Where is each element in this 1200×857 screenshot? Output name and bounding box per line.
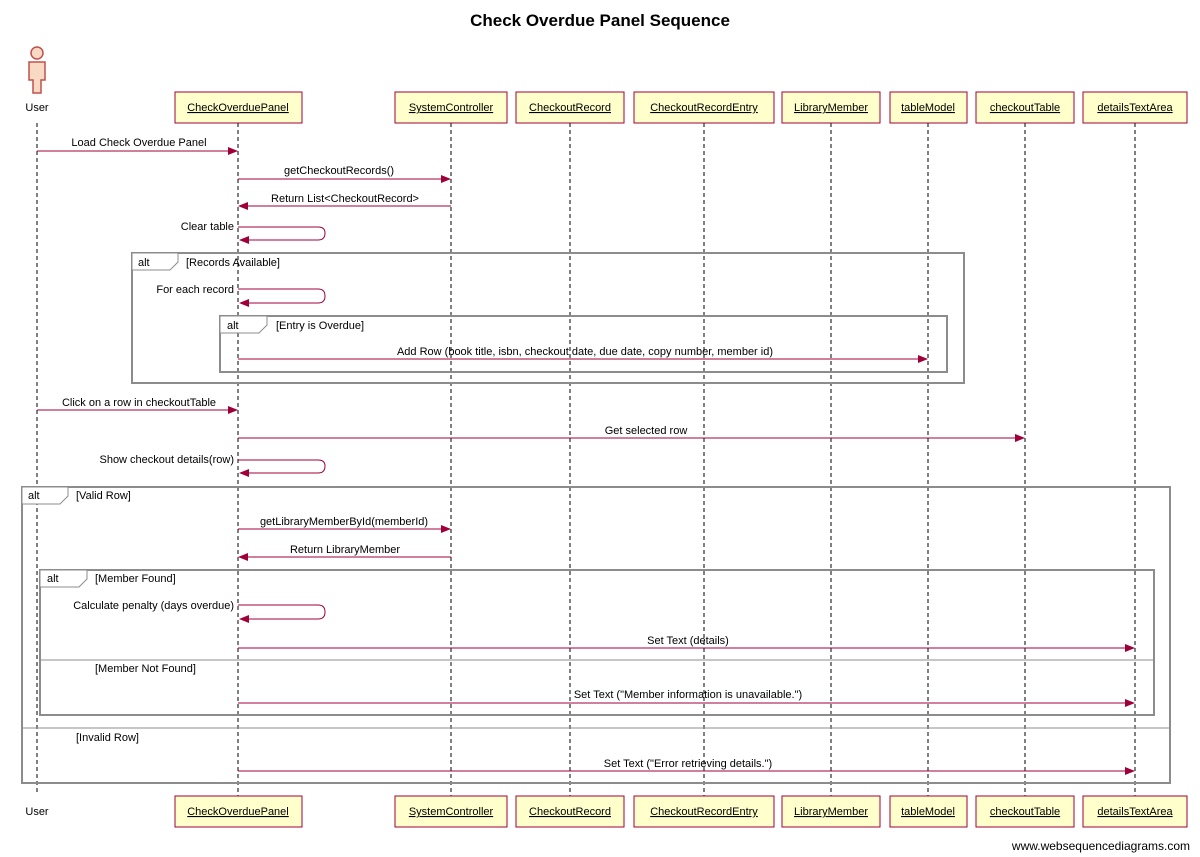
participant-box-system-controller: SystemController: [394, 91, 508, 124]
participant-label: CheckOverduePanel: [187, 102, 289, 114]
participant-label: CheckoutRecord: [529, 102, 611, 114]
participant-box-library-member-bottom: LibraryMember: [781, 795, 881, 828]
actor-label-top: User: [25, 102, 49, 114]
participant-label: SystemController: [409, 102, 494, 114]
message-6: Click on a row in checkoutTable: [37, 397, 238, 414]
message-1: getCheckoutRecords(): [238, 165, 451, 183]
participant-box-checkout-overdue-panel-bottom: CheckOverduePanel: [174, 795, 303, 828]
frame-guard: [Valid Row]: [76, 490, 131, 502]
message-9: getLibraryMemberById(memberId): [238, 516, 451, 533]
diagram-title: Check Overdue Panel Sequence: [470, 11, 730, 30]
frame-guard: [Records Available]: [186, 257, 280, 269]
frame-keyword: alt: [138, 257, 150, 269]
lifelines: [36, 123, 1136, 796]
message-label: Clear table: [181, 221, 234, 233]
footer-watermark: www.websequencediagrams.com: [1011, 839, 1190, 853]
participant-label: CheckOverduePanel: [187, 806, 289, 818]
message-label: Set Text (details): [647, 635, 729, 647]
message-label: Calculate penalty (days overdue): [73, 600, 234, 612]
frame-keyword: alt: [47, 573, 59, 585]
message-label: Return LibraryMember: [290, 544, 400, 556]
participant-box-checkout-table: checkoutTable: [975, 91, 1075, 124]
participant-label: checkoutTable: [990, 806, 1060, 818]
participant-label: CheckoutRecord: [529, 806, 611, 818]
participant-box-checkout-record: CheckoutRecord: [515, 91, 625, 124]
participant-box-table-model: tableModel: [889, 91, 968, 124]
participant-label: checkoutTable: [990, 102, 1060, 114]
message-4-self: For each record: [156, 284, 326, 307]
frame-guard: [Entry is Overdue]: [276, 320, 364, 332]
participant-label: tableModel: [901, 806, 955, 818]
alt-frame-member-found: alt [Member Found] [Member Not Found]: [39, 569, 1155, 716]
participant-box-library-member: LibraryMember: [781, 91, 881, 124]
participant-box-table-model-bottom: tableModel: [889, 795, 968, 828]
participant-box-checkout-record-entry-bottom: CheckoutRecordEntry: [633, 795, 775, 828]
frame-else-guard: [Member Not Found]: [95, 663, 196, 675]
participant-box-checkout-table-bottom: checkoutTable: [975, 795, 1075, 828]
participant-label: LibraryMember: [794, 102, 868, 114]
message-5: Add Row (book title, isbn, checkout date…: [238, 346, 928, 363]
message-label: For each record: [156, 284, 234, 296]
message-13: Set Text ("Member information is unavail…: [238, 689, 1135, 707]
message-label: getLibraryMemberById(memberId): [260, 516, 428, 528]
message-10: Return LibraryMember: [238, 544, 451, 561]
message-11-self: Calculate penalty (days overdue): [73, 600, 326, 623]
message-label: Return List<CheckoutRecord>: [271, 193, 419, 205]
message-label: Add Row (book title, isbn, checkout date…: [397, 346, 773, 358]
message-2: Return List<CheckoutRecord>: [238, 193, 451, 210]
message-label: getCheckoutRecords(): [284, 165, 394, 177]
actor-label-bottom: User: [25, 806, 49, 818]
frame-else-guard: [Invalid Row]: [76, 732, 139, 744]
message-8-self: Show checkout details(row): [99, 454, 326, 477]
alt-frame-records-available: alt [Records Available]: [131, 252, 965, 384]
participant-label: detailsTextArea: [1097, 102, 1173, 114]
participant-label: detailsTextArea: [1097, 806, 1173, 818]
message-label: Get selected row: [605, 425, 688, 437]
participant-box-checkout-record-bottom: CheckoutRecord: [515, 795, 625, 828]
frame-keyword: alt: [28, 490, 40, 502]
participant-box-system-controller-bottom: SystemController: [394, 795, 508, 828]
participant-box-checkout-record-entry: CheckoutRecordEntry: [633, 91, 775, 124]
participant-label: LibraryMember: [794, 806, 868, 818]
participant-label: SystemController: [409, 806, 494, 818]
participant-box-details-text-area: detailsTextArea: [1082, 91, 1188, 124]
message-0: Load Check Overdue Panel: [37, 137, 238, 155]
participant-box-checkout-overdue-panel: CheckOverduePanel: [174, 91, 303, 124]
message-3-self: Clear table: [181, 221, 326, 244]
alt-frame-valid-row: alt [Valid Row] [Invalid Row]: [21, 486, 1171, 784]
participant-label: tableModel: [901, 102, 955, 114]
message-label: Set Text ("Error retrieving details."): [604, 758, 772, 770]
frame-guard: [Member Found]: [95, 573, 176, 585]
alt-frame-entry-is-overdue: alt [Entry is Overdue]: [219, 315, 948, 373]
message-label: Load Check Overdue Panel: [71, 137, 206, 149]
message-14: Set Text ("Error retrieving details."): [238, 758, 1135, 775]
message-label: Click on a row in checkoutTable: [62, 397, 216, 409]
participant-label: CheckoutRecordEntry: [650, 806, 758, 818]
message-label: Show checkout details(row): [99, 454, 234, 466]
message-12: Set Text (details): [238, 635, 1135, 652]
message-7: Get selected row: [238, 425, 1025, 442]
actor-icon-top: [28, 46, 46, 94]
message-label: Set Text ("Member information is unavail…: [574, 689, 802, 701]
frame-keyword: alt: [227, 320, 239, 332]
participant-label: CheckoutRecordEntry: [650, 102, 758, 114]
participant-box-details-text-area-bottom: detailsTextArea: [1082, 795, 1188, 828]
